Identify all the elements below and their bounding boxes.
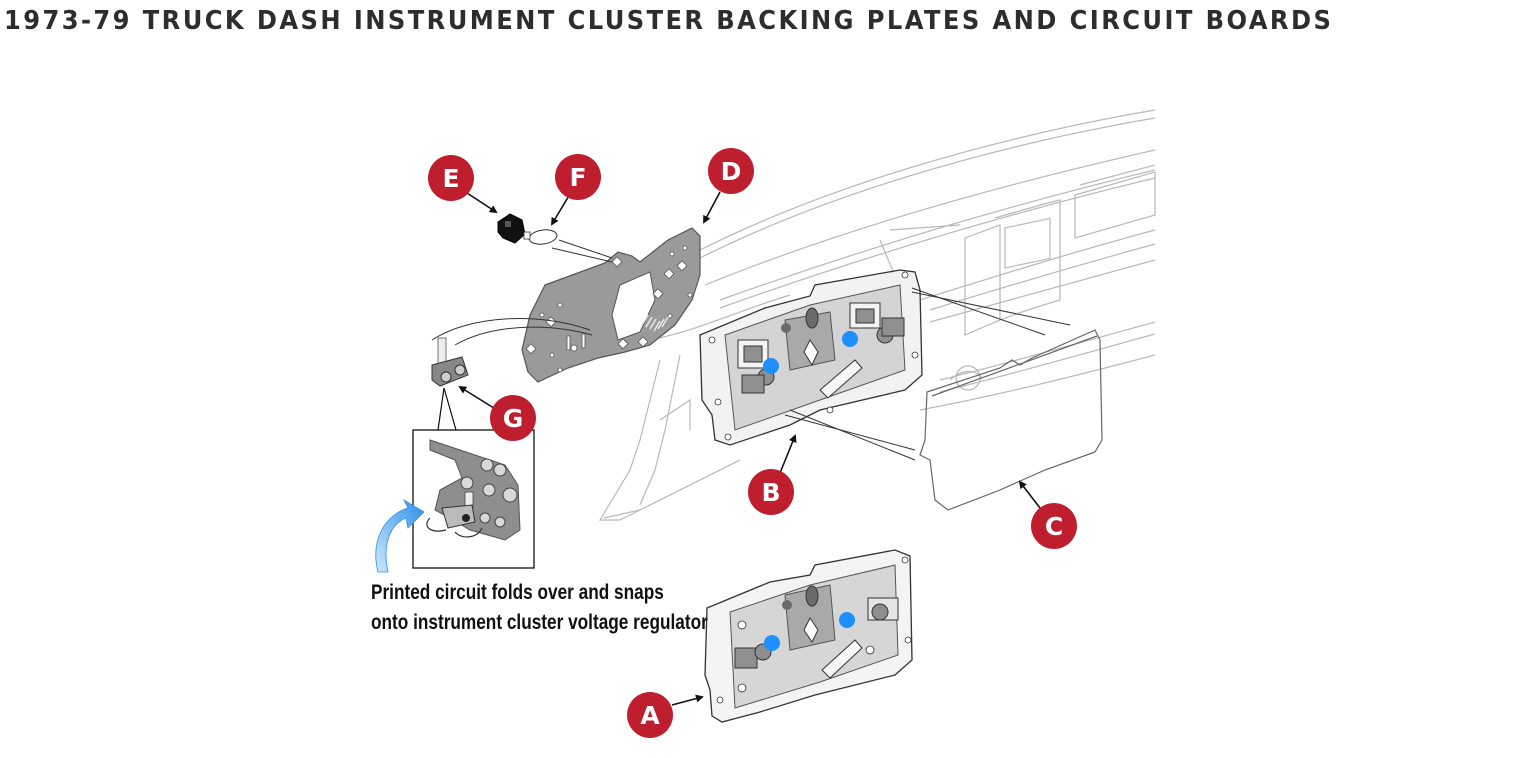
blue-highlight [839,612,855,628]
svg-text:C: C [1045,512,1063,541]
inset-caption: Printed circuit folds over and snaps ont… [371,578,708,638]
callout-a: A [627,692,673,738]
page-title: 1973-79 TRUCK DASH INSTRUMENT CLUSTER BA… [4,6,1334,36]
callout-e: E [428,155,474,201]
printed-circuit-backing-plate [521,227,701,383]
callout-g: G [490,395,536,441]
blue-highlight [763,358,779,374]
dashboard-outline [598,109,1156,521]
blue-highlight [842,331,858,347]
lens-guide-lines [784,287,1071,461]
bulb [523,229,558,245]
caption-line-1: Printed circuit folds over and snaps [371,581,664,604]
svg-text:G: G [503,404,524,433]
bulb-socket [497,213,526,244]
caption-line-2: onto instrument cluster voltage regulato… [371,611,708,634]
callout-b: B [748,469,794,515]
cluster-housing-installed [699,269,923,446]
svg-text:D: D [721,157,742,186]
cluster-housing-assembled [704,549,913,723]
assembly-guide-lines [431,239,613,346]
blue-highlight [764,635,780,651]
callout-arrows [458,191,1041,706]
svg-text:E: E [442,164,459,193]
callout-c: C [1031,503,1077,549]
svg-text:A: A [640,701,660,730]
curved-arrow-icon [375,498,425,573]
callout-d: D [708,148,754,194]
callout-f: F [555,154,601,200]
cluster-lens-plate [919,329,1103,511]
regulator-detail-inset [412,387,535,569]
svg-text:F: F [569,163,586,192]
voltage-regulator [431,337,469,387]
svg-text:B: B [761,478,780,507]
